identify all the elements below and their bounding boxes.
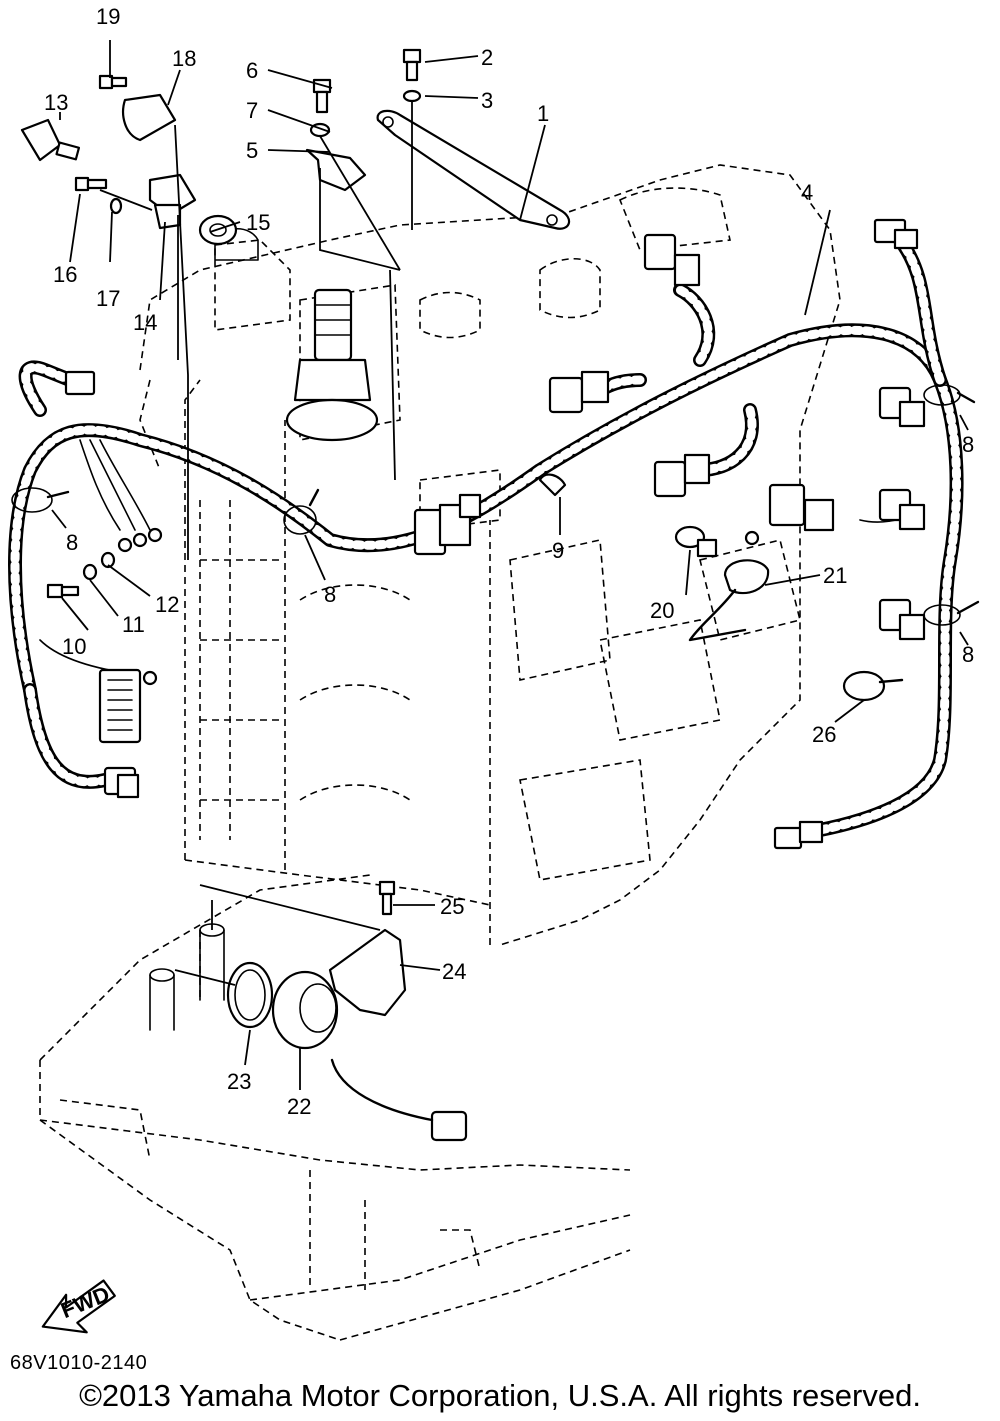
part-12-washer bbox=[100, 551, 116, 569]
callout-6: 6 bbox=[246, 58, 258, 83]
callout-19: 19 bbox=[96, 4, 120, 29]
callout-14: 14 bbox=[133, 310, 157, 335]
callout-3: 3 bbox=[481, 88, 493, 113]
part-5-clamp bbox=[305, 148, 367, 192]
callout-7: 7 bbox=[246, 98, 258, 123]
part-10-bolt bbox=[46, 583, 80, 599]
part-13-sensor bbox=[20, 118, 81, 162]
leader-lines bbox=[51, 40, 969, 1090]
callout-24: 24 bbox=[442, 959, 466, 984]
connector-left-top bbox=[64, 370, 96, 396]
connector-right-1 bbox=[878, 386, 926, 428]
connector-center bbox=[413, 493, 482, 556]
connector-top-right bbox=[873, 218, 919, 250]
callout-17: 17 bbox=[96, 286, 120, 311]
part-19-bolt bbox=[98, 74, 128, 90]
connector-left-bottom bbox=[103, 766, 140, 799]
callout-11: 11 bbox=[122, 612, 145, 637]
connector-upper-2 bbox=[548, 370, 610, 414]
connector-upper-1 bbox=[643, 233, 701, 287]
connector-left-block bbox=[98, 668, 142, 744]
callout-26: 26 bbox=[812, 722, 836, 747]
callout-4: 4 bbox=[801, 180, 813, 205]
callout-5: 5 bbox=[246, 138, 258, 163]
callout-8-left: 8 bbox=[66, 530, 78, 555]
callout-21: 21 bbox=[823, 563, 847, 588]
part-3-washer bbox=[402, 89, 422, 103]
callout-8-center: 8 bbox=[324, 582, 336, 607]
callout-25: 25 bbox=[440, 894, 464, 919]
part-17-washer bbox=[109, 197, 123, 215]
part-14-holder bbox=[148, 173, 197, 230]
callout-1: 1 bbox=[537, 101, 549, 126]
callout-13: 13 bbox=[44, 90, 68, 115]
part-18-clamp bbox=[122, 93, 177, 142]
part-22-grommet-cable bbox=[271, 970, 339, 1050]
crankshaft-top bbox=[214, 227, 379, 442]
callout-16: 16 bbox=[53, 262, 77, 287]
callout-2: 2 bbox=[481, 45, 493, 70]
part-23-ring bbox=[226, 961, 274, 1029]
callout-8-right-lower: 8 bbox=[962, 642, 974, 667]
copyright-notice: ©2013 Yamaha Motor Corporation, U.S.A. A… bbox=[79, 1378, 921, 1413]
callout-15: 15 bbox=[246, 210, 270, 235]
callout-22: 22 bbox=[287, 1094, 311, 1119]
bottom-cowling-outline bbox=[39, 874, 631, 1341]
part-1-bracket bbox=[376, 109, 571, 230]
fwd-direction-marker: FWD bbox=[41, 1279, 116, 1334]
part-20-switch bbox=[674, 525, 718, 558]
callout-labels: 1 2 3 4 5 6 7 8 8 8 8 9 10 11 12 13 14 1… bbox=[44, 4, 974, 1119]
connector-mid-2 bbox=[768, 483, 835, 532]
callout-12: 12 bbox=[155, 592, 179, 617]
part-25-bolt bbox=[378, 880, 396, 916]
callout-20: 20 bbox=[650, 598, 674, 623]
part-16-bolt bbox=[74, 176, 108, 192]
part-2-bolt bbox=[402, 48, 422, 82]
callout-18: 18 bbox=[172, 46, 196, 71]
callout-10: 10 bbox=[62, 634, 86, 659]
engine-block-outline bbox=[139, 164, 841, 946]
part-9-clip bbox=[538, 473, 567, 497]
part-24-bracket bbox=[328, 928, 407, 1017]
connectors bbox=[64, 218, 926, 1142]
part-8-bands bbox=[11, 384, 980, 626]
part-11-washer bbox=[82, 563, 98, 581]
wire-harness bbox=[8, 233, 964, 837]
connector-bottom-right bbox=[773, 820, 824, 850]
connector-right-3 bbox=[878, 598, 926, 641]
connector-mid-1 bbox=[653, 453, 711, 498]
diagram-code: 68V1010-2140 bbox=[10, 1352, 148, 1374]
callout-23: 23 bbox=[227, 1069, 251, 1094]
part-26-band bbox=[842, 670, 904, 702]
ring-terminals bbox=[117, 527, 163, 686]
connector-right-2 bbox=[878, 488, 926, 531]
callout-9: 9 bbox=[552, 538, 564, 563]
callout-8-right-upper: 8 bbox=[962, 432, 974, 457]
connector-pigtail-22 bbox=[330, 1058, 468, 1142]
part-21-cap-lead bbox=[688, 530, 770, 642]
